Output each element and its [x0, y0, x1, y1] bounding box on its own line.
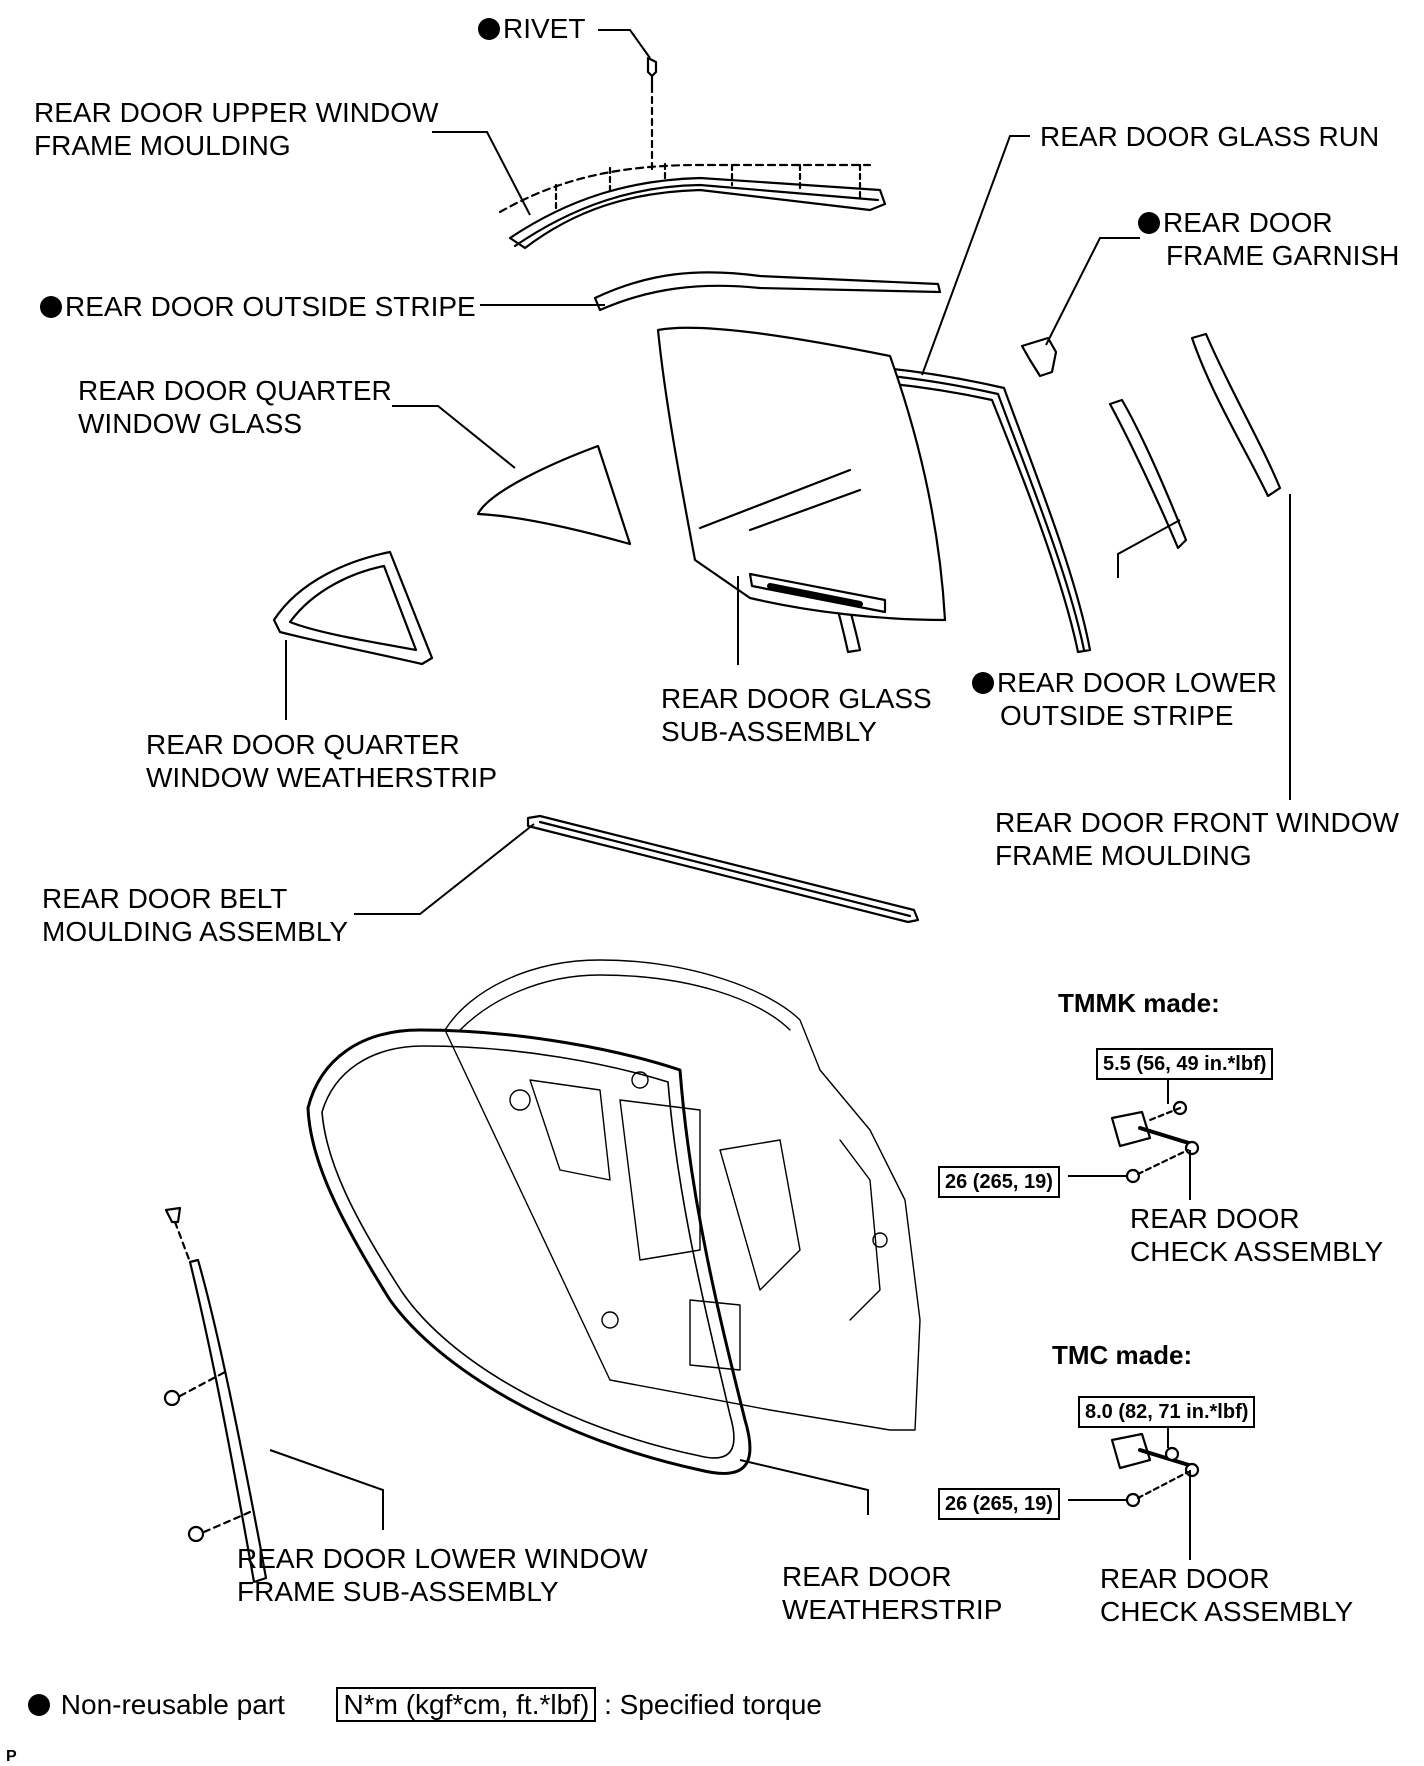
frame-garnish-part — [1020, 336, 1058, 378]
lower-window-frame-part — [163, 1206, 268, 1584]
torque-tmc-upper: 8.0 (82, 71 in.*lbf) — [1078, 1396, 1256, 1428]
non-reusable-dot-icon — [40, 296, 62, 318]
header-tmmk: TMMK made: — [1058, 988, 1220, 1018]
non-reusable-dot-icon — [28, 1694, 50, 1716]
legend-torque-text: : Specified torque — [604, 1689, 822, 1720]
outside-stripe-part — [593, 271, 942, 312]
door-weatherstrip-part — [306, 1028, 752, 1475]
upper-window-frame-moulding-part — [498, 162, 887, 250]
lower-outside-stripe-part — [1108, 398, 1188, 550]
torque-tmmk-lower: 26 (265, 19) — [938, 1166, 1060, 1198]
leader-lines — [269, 29, 1291, 1560]
front-window-frame-moulding-part — [1190, 332, 1282, 498]
legend: Non-reusable part N*m (kgf*cm, ft.*lbf) … — [28, 1687, 822, 1722]
corner-mark: P — [6, 1748, 17, 1765]
label-glass-run: REAR DOOR GLASS RUN — [1040, 121, 1380, 152]
non-reusable-dot-icon — [1138, 212, 1160, 234]
door-glass-subassembly-part — [656, 326, 947, 622]
door-check-tmc-part — [1110, 1432, 1200, 1508]
non-reusable-dot-icon — [972, 672, 994, 694]
belt-moulding-part — [526, 814, 920, 924]
non-reusable-dot-icon — [478, 18, 500, 40]
label-frame-garnish: REAR DOOR FRAME GARNISH — [1138, 206, 1399, 272]
label-lower-outside-stripe: REAR DOOR LOWER OUTSIDE STRIPE — [972, 666, 1277, 732]
header-tmc: TMC made: — [1052, 1340, 1193, 1370]
legend-non-reusable: Non-reusable part — [60, 1689, 285, 1720]
label-rivet: RIVET — [478, 12, 585, 45]
quarter-window-glass-part — [476, 444, 632, 546]
torque-tmmk-upper: 5.5 (56, 49 in.*lbf) — [1096, 1048, 1274, 1080]
quarter-window-weatherstrip-part — [272, 550, 434, 666]
label-outside-stripe: REAR DOOR OUTSIDE STRIPE — [40, 290, 476, 323]
legend-torque-unit: N*m (kgf*cm, ft.*lbf) — [336, 1687, 597, 1722]
torque-tmc-lower: 26 (265, 19) — [938, 1488, 1060, 1520]
door-panel-part — [444, 959, 921, 1431]
door-check-tmmk-part — [1110, 1100, 1200, 1184]
rivet-part — [646, 56, 658, 172]
